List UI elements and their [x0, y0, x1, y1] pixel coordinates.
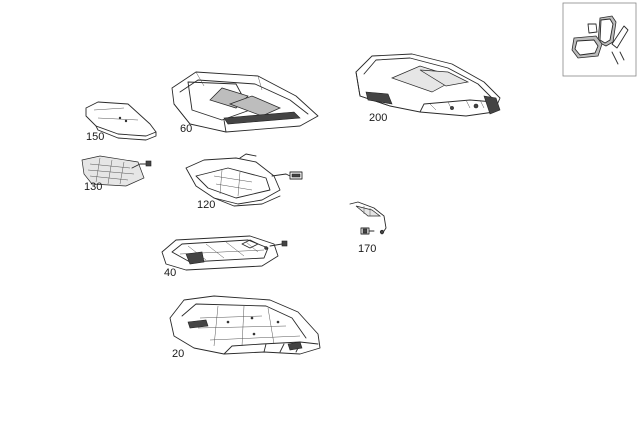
part-150-pad[interactable] — [85, 101, 157, 141]
part-170-bracket[interactable] — [349, 201, 387, 235]
seat-thumbnail[interactable] — [562, 2, 637, 77]
part-130-heating-mat[interactable] — [81, 155, 152, 187]
part-label-170: 170 — [358, 243, 376, 255]
part-label-120: 120 — [197, 199, 215, 211]
part-label-20: 20 — [172, 348, 184, 360]
seat-thumbnail-icon — [571, 15, 629, 65]
part-120-seat-pan[interactable] — [185, 153, 303, 207]
part-label-40: 40 — [164, 267, 176, 279]
part-60-cushion-cover[interactable] — [171, 71, 319, 133]
part-40-frame[interactable] — [161, 235, 288, 271]
part-20-seat-base[interactable] — [169, 295, 321, 355]
part-170-fastener-icon — [360, 227, 375, 235]
part-200-seat-cushion[interactable] — [355, 53, 501, 117]
part-label-200: 200 — [369, 112, 387, 124]
part-label-130: 130 — [84, 181, 102, 193]
part-label-60: 60 — [180, 123, 192, 135]
part-label-150: 150 — [86, 131, 104, 143]
